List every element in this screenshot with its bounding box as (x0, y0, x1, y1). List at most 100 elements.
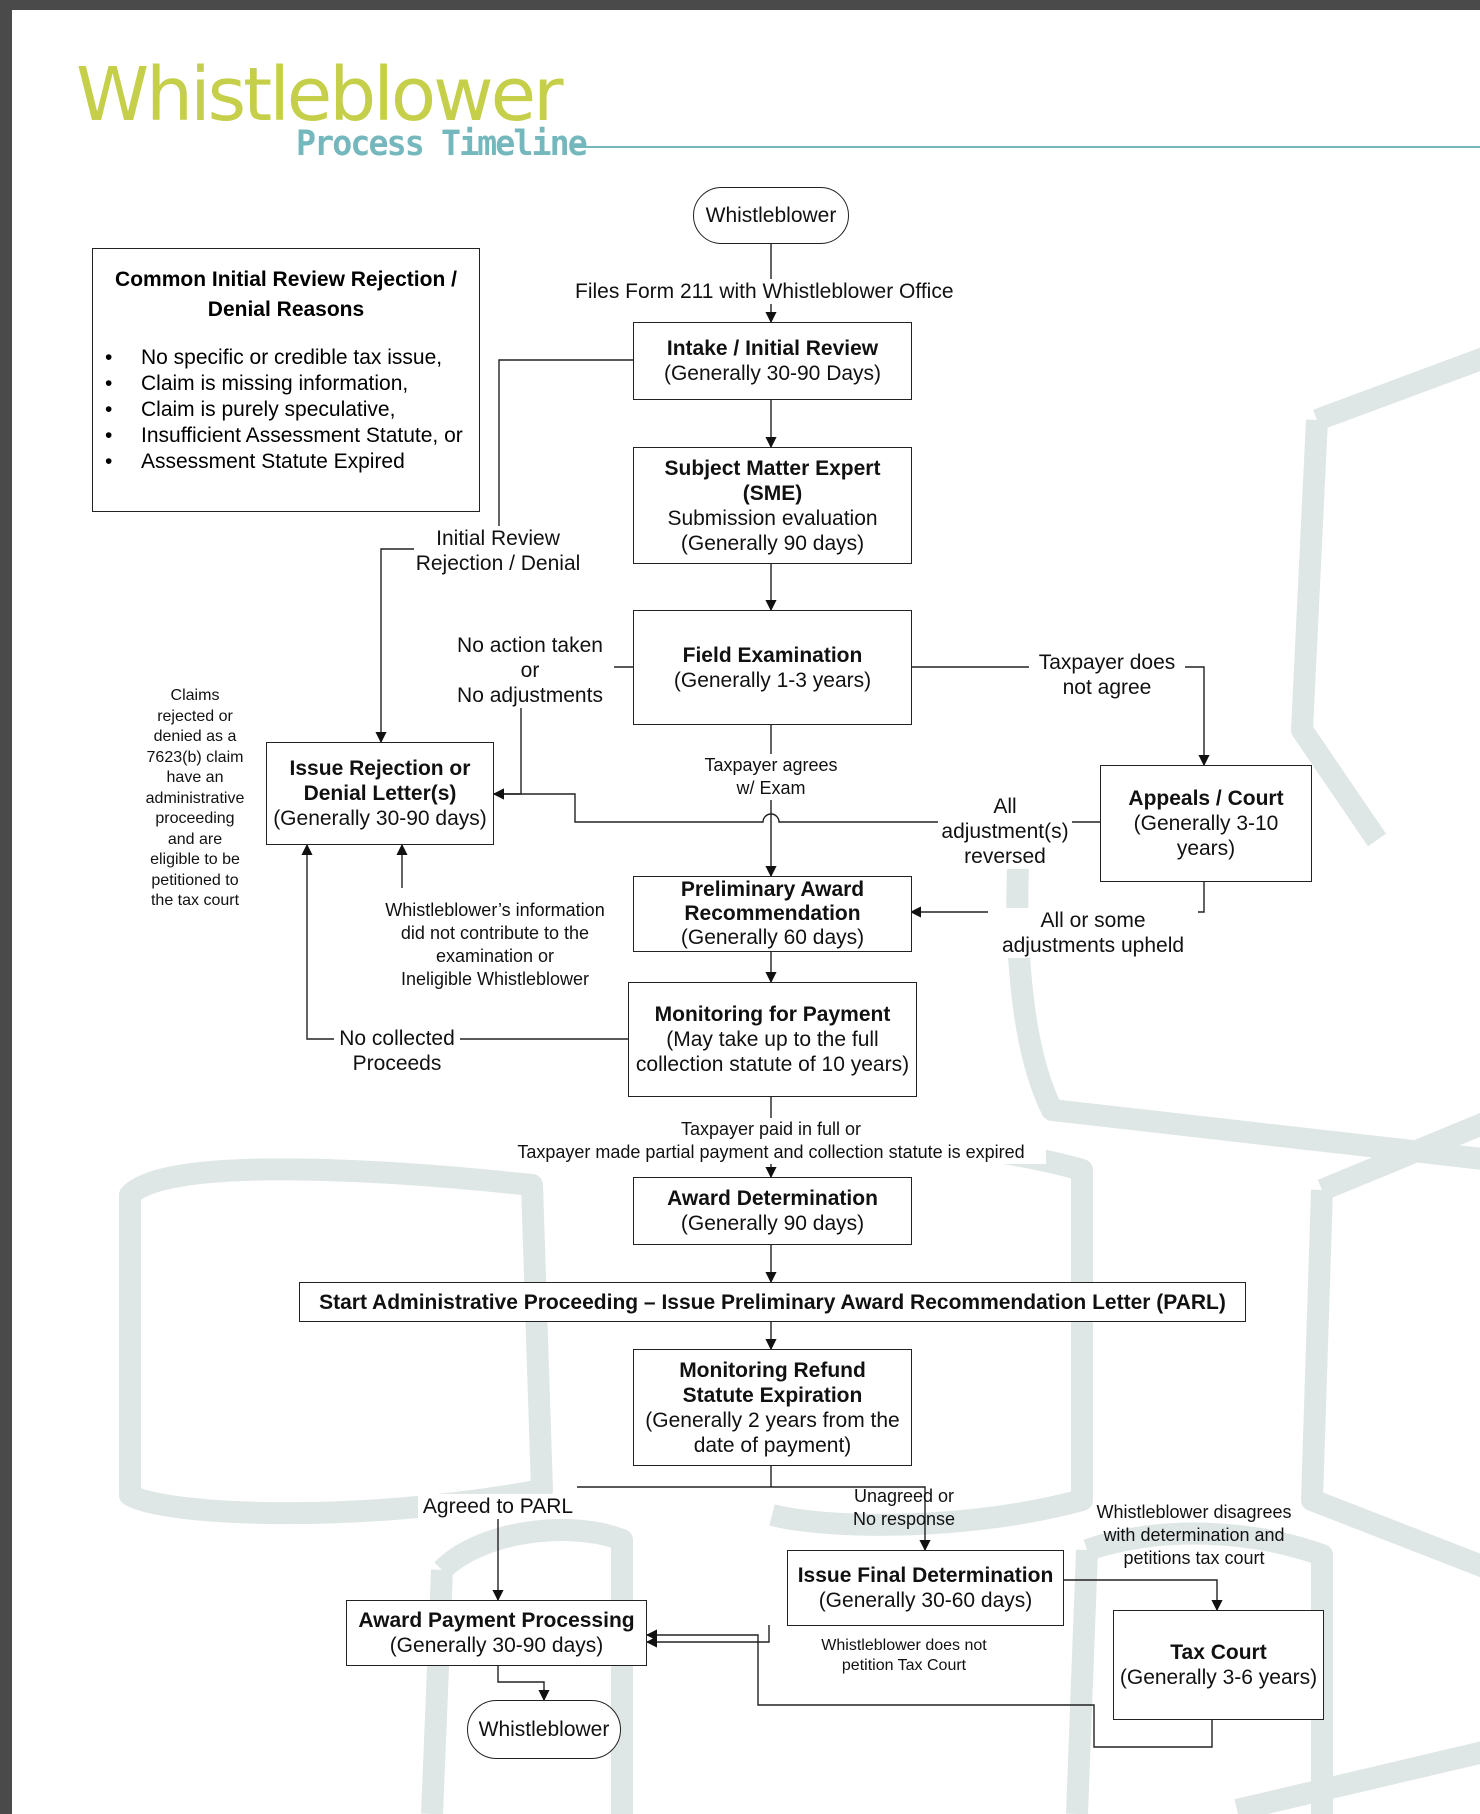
label-line: adjustment(s) (941, 820, 1069, 843)
node-detail: (Generally 30-90 Days) (663, 362, 882, 385)
node-detail: (Generally 1-3 years) (673, 668, 872, 692)
node-sme: Subject Matter Expert (SME) Submission e… (633, 447, 912, 564)
label-line: proceeding (155, 810, 235, 827)
node-detail: (Generally 90 days) (680, 531, 865, 555)
list-item: Claim is purely speculative, (103, 397, 469, 423)
node-field-examination: Field Examination (Generally 1-3 years) (633, 610, 912, 725)
node-detail: (Generally 30-90 days) (273, 807, 487, 830)
edge-refund-split (577, 1456, 925, 1550)
node-detail: (Generally 30-60 days) (818, 1589, 1033, 1612)
edge-appeals-reversed (492, 788, 1100, 823)
label-agreed-parl: Agreed to PARL (418, 1494, 578, 1519)
node-title: Preliminary Award (680, 878, 865, 901)
node-detail: (Generally 60 days) (680, 926, 865, 949)
list-item: Claim is missing information, (103, 371, 469, 397)
node-award-payment: Award Payment Processing (Generally 30-9… (346, 1600, 647, 1666)
label-whistleblower-disagrees: Whistleblower disagrees with determinati… (1082, 1501, 1306, 1570)
label-line: No collected (339, 1027, 455, 1050)
node-title: Denial Letter(s) (303, 782, 457, 805)
label-line: did not contribute to the (400, 923, 590, 943)
label-line: denied as a (153, 728, 237, 745)
node-award-determination: Award Determination (Generally 90 days) (633, 1177, 912, 1245)
label-line: rejected or (157, 707, 233, 725)
node-monitoring-payment: Monitoring for Payment (May take up to t… (628, 982, 917, 1097)
label-line: reversed (964, 845, 1046, 868)
rejection-reasons-title: Common Initial Review Rejection / Denial… (115, 268, 457, 321)
label-line: eligible to be (150, 851, 240, 868)
edge-final-payment (645, 1625, 770, 1648)
node-title: Statute Expiration (682, 1383, 863, 1407)
label-whistleblower-not-petition: Whistleblower does not petition Tax Cour… (812, 1636, 996, 1676)
label-no-action: No action taken or No adjustments (446, 633, 614, 708)
title-rule (570, 146, 1480, 148)
node-title: Monitoring Refund (679, 1358, 866, 1382)
label-taxpayer-disagree: Taxpayer does not agree (1029, 650, 1185, 700)
node-intake-review: Intake / Initial Review (Generally 30-90… (633, 322, 912, 400)
node-parl: Start Administrative Proceeding – Issue … (299, 1282, 1246, 1322)
node-title: Issue Final Determination (797, 1564, 1054, 1587)
label-line: Taxpayer paid in full or (680, 1119, 862, 1139)
node-appeals-court: Appeals / Court (Generally 3-10 years) (1100, 765, 1312, 882)
node-monitoring-refund: Monitoring Refund Statute Expiration (Ge… (633, 1349, 912, 1466)
label-line: petition Tax Court (841, 1657, 967, 1674)
label-line: or (520, 659, 540, 682)
label-line: All or some (1040, 909, 1146, 932)
node-detail: (Generally 90 days) (680, 1212, 865, 1235)
node-title: Recommendation (684, 902, 861, 925)
node-detail: (Generally 3-6 years) (1119, 1666, 1318, 1689)
edge-payment-end (497, 1666, 550, 1702)
node-detail: (Generally 2 years from the (645, 1408, 900, 1432)
label-line: w/ Exam (736, 778, 806, 798)
label-all-reversed: All adjustment(s) reversed (938, 794, 1072, 869)
node-title: Issue Rejection or (289, 757, 471, 780)
document-page: Whistleblower Process Timeline (12, 10, 1480, 1814)
node-title: Tax Court (1170, 1641, 1267, 1664)
edge-final-taxcourt (1064, 1579, 1223, 1612)
label-line: the tax court (150, 892, 240, 909)
node-title: Field Examination (682, 643, 863, 667)
node-tax-court: Tax Court (Generally 3-6 years) (1113, 1610, 1324, 1720)
list-item: Insufficient Assessment Statute, or (103, 423, 469, 449)
node-detail: (May take up to the full (666, 1028, 879, 1051)
label-adjustments-upheld: All or some adjustments upheld (988, 908, 1198, 958)
edge-monitoring-rejection (301, 843, 633, 1040)
node-end-whistleblower: Whistleblower (467, 1700, 621, 1759)
node-title: Monitoring for Payment (654, 1003, 891, 1026)
label-line: Initial Review (436, 527, 560, 550)
label-line: Ineligible Whistleblower (400, 969, 590, 989)
label-line: No action taken (457, 634, 603, 657)
edge-field-appeals (910, 666, 1210, 767)
title-process-timeline: Process Timeline (296, 124, 588, 164)
node-title: Award Payment Processing (358, 1609, 635, 1632)
label-line: All (993, 795, 1017, 818)
label-line: Whistleblower’s information (385, 900, 605, 920)
label-line: No response (852, 1509, 956, 1529)
label-initial-review: Initial Review Rejection / Denial (414, 526, 582, 576)
node-preliminary-award: Preliminary Award Recommendation (Genera… (633, 876, 912, 952)
list-item: No specific or credible tax issue, (103, 345, 469, 371)
label-line: Taxpayer agrees (704, 755, 838, 775)
label-no-collected: No collected Proceeds (334, 1026, 460, 1076)
label-claims-note: Claims rejected or denied as a 7623(b) c… (140, 686, 250, 912)
label-files-form: Files Form 211 with Whistleblower Office (575, 279, 954, 304)
node-detail: (Generally 3-10 (1133, 812, 1279, 835)
node-title: (SME) (742, 481, 803, 505)
label-line: Claims (170, 687, 220, 704)
label-line: petitioned to (151, 871, 239, 889)
title-whistleblower: Whistleblower (76, 52, 564, 138)
label-line: Proceeds (352, 1052, 442, 1075)
label-line: petitions tax court (1123, 1548, 1265, 1568)
label-line: Whistleblower disagrees (1096, 1502, 1292, 1522)
node-final-determination: Issue Final Determination (Generally 30-… (787, 1550, 1064, 1626)
label-line: Unagreed or (853, 1486, 955, 1506)
rejection-reasons-box: Common Initial Review Rejection / Denial… (92, 248, 480, 512)
label-line: No adjustments (457, 684, 603, 707)
label-taxpayer-paid: Taxpayer paid in full or Taxpayer made p… (496, 1118, 1046, 1164)
label-line: Taxpayer made partial payment and collec… (517, 1142, 1025, 1162)
node-detail: years) (1176, 837, 1236, 860)
edge-taxcourt-payment (645, 1629, 1213, 1748)
node-title: Start Administrative Proceeding – Issue … (319, 1290, 1226, 1314)
node-detail: (Generally 30-90 days) (389, 1634, 604, 1657)
label-line: 7623(b) claim (146, 748, 244, 766)
node-detail: date of payment) (693, 1433, 852, 1457)
